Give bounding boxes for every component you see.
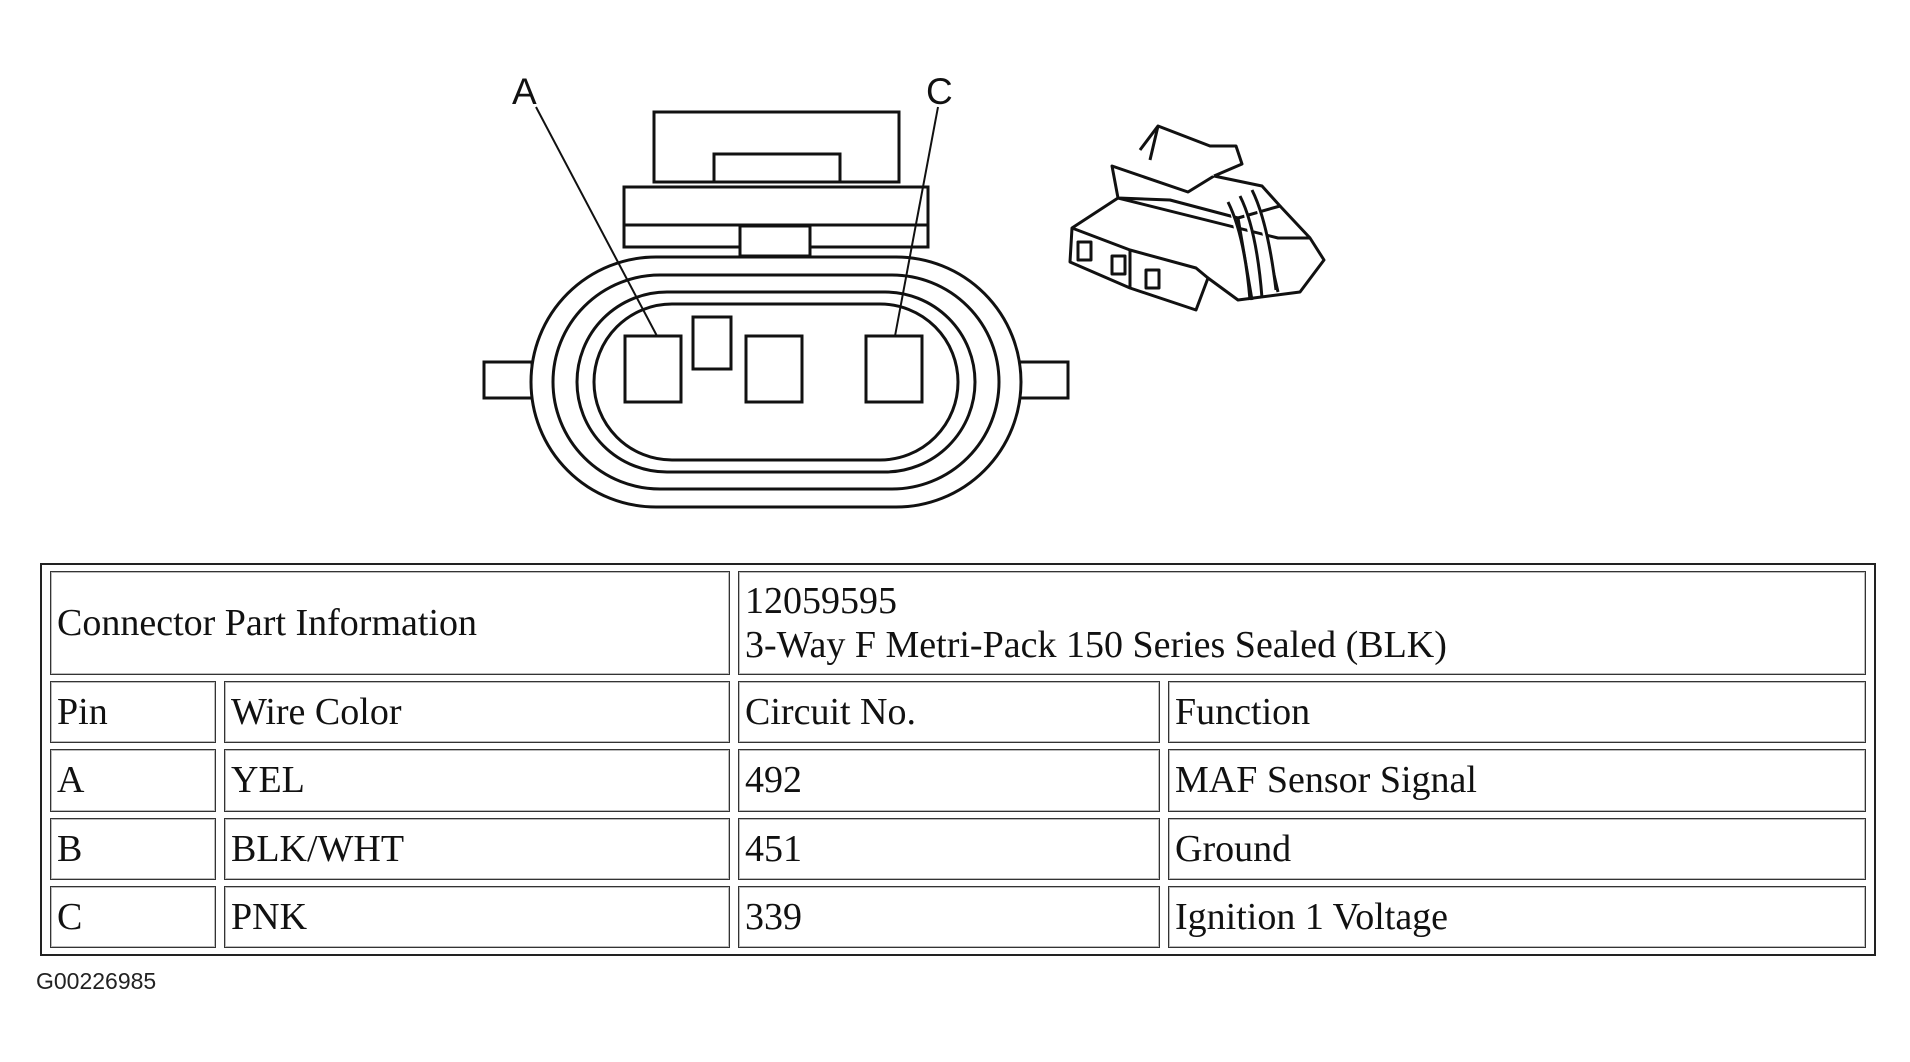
wire-color-cell: BLK/WHT <box>224 817 731 880</box>
table-row: C PNK 339 Ignition 1 Voltage <box>50 885 1866 948</box>
pin-a-leader <box>535 106 658 337</box>
connector-part-details: 12059595 3-Way F Metri-Pack 150 Series S… <box>738 571 1866 675</box>
connector-perspective-view <box>1068 124 1326 312</box>
connector-description: 3-Way F Metri-Pack 150 Series Sealed (BL… <box>745 624 1447 666</box>
table-header-row: Connector Part Information 12059595 3-Wa… <box>50 571 1866 675</box>
table-row: A YEL 492 MAF Sensor Signal <box>50 749 1866 812</box>
column-header-pin: Pin <box>50 681 216 744</box>
connector-part-info-label: Connector Part Information <box>50 571 731 675</box>
pin-c-leader <box>894 106 939 337</box>
connector-diagram: A C <box>482 71 1326 509</box>
table-row: B BLK/WHT 451 Ground <box>50 817 1866 880</box>
circuit-no-cell: 492 <box>738 749 1161 812</box>
circuit-no-cell: 339 <box>738 885 1161 948</box>
function-cell: Ground <box>1168 817 1866 880</box>
column-header-circuit-no: Circuit No. <box>738 681 1161 744</box>
pin-cell: C <box>50 885 216 948</box>
column-header-row: Pin Wire Color Circuit No. Function <box>50 681 1866 744</box>
pin-cell: A <box>50 749 216 812</box>
connector-face-view <box>482 110 1070 509</box>
pin-cell: B <box>50 817 216 880</box>
column-header-function: Function <box>1168 681 1866 744</box>
column-header-wire-color: Wire Color <box>224 681 731 744</box>
connector-part-number: 12059595 <box>745 580 898 622</box>
wire-color-cell: YEL <box>224 749 731 812</box>
connector-info-table: Connector Part Information 12059595 3-Wa… <box>40 563 1876 956</box>
circuit-no-cell: 451 <box>738 817 1161 880</box>
function-cell: Ignition 1 Voltage <box>1168 885 1866 948</box>
figure-id: G00226985 <box>36 968 157 994</box>
pin-a-label: A <box>512 71 537 112</box>
pin-c-label: C <box>926 71 953 112</box>
wire-color-cell: PNK <box>224 885 731 948</box>
function-cell: MAF Sensor Signal <box>1168 749 1866 812</box>
